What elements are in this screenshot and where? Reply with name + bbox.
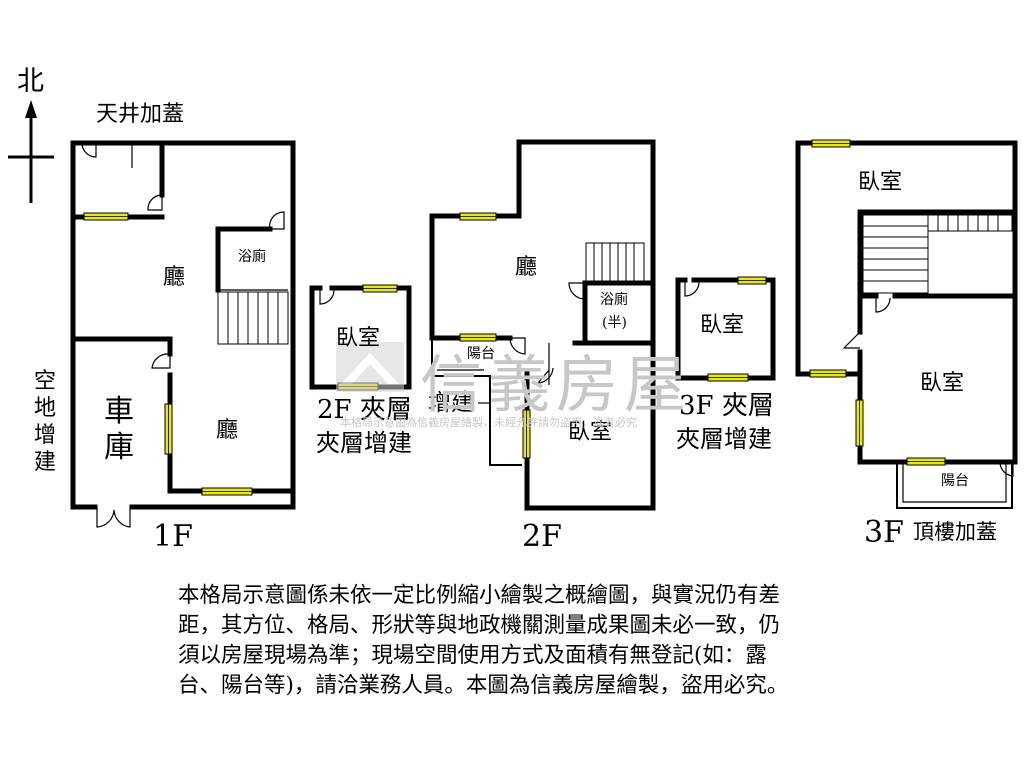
window-mark xyxy=(201,487,253,496)
floor-3f-mezzanine-plan xyxy=(675,276,776,382)
floor-sublabel-3f: 頂樓加蓋 xyxy=(913,520,997,544)
room-label-bedroom-3f-main: 臥室 xyxy=(920,371,965,396)
watermark-notice: 本格局示意圖為信義房屋繪製，未經允許請勿盜用，違者必究 xyxy=(340,416,637,429)
floor-label-3f-mezz: 3F 夾層 xyxy=(679,391,774,421)
floor-2f-plan xyxy=(429,139,656,511)
floor-sublabel-2f-mezz: 夾層增建 xyxy=(316,429,412,457)
window-mark xyxy=(164,403,173,455)
room-label-garage: 車庫 xyxy=(104,394,134,465)
north-arrow-icon xyxy=(8,100,54,203)
room-label-side-annex: 空地增建 xyxy=(33,369,56,475)
room-label-balcony-2f: 陽台 xyxy=(467,346,495,362)
room-label-skylight: 天井加蓋 xyxy=(96,102,185,127)
disclaimer-line: 須以房屋現場為準；現場空間使用方式及面積有無登記(如：露 xyxy=(178,643,767,668)
room-label-bathroom-half: (半) xyxy=(602,315,627,331)
room-label-living-1f-lower: 廳 xyxy=(216,418,239,443)
room-label-bathroom-2f: 浴廁 xyxy=(600,292,628,308)
floor-label-2f: 2F xyxy=(522,519,562,554)
disclaimer-line: 距，其方位、格局、形狀等與地政機關測量成果圖未必一致，仍 xyxy=(178,613,781,638)
room-label-bedroom-2f-mezz: 臥室 xyxy=(336,326,381,351)
room-label-bathroom-1f: 浴廁 xyxy=(238,249,266,265)
room-label-living-2f: 廳 xyxy=(515,255,538,280)
floor-1f-plan xyxy=(70,140,296,528)
room-label-living-1f: 廳 xyxy=(163,265,186,290)
floor-label-1f: 1F xyxy=(153,519,193,554)
disclaimer-text: 本格局示意圖係未依一定比例縮小繪製之概繪圖，與實況仍有差 距，其方位、格局、形狀… xyxy=(178,581,878,701)
watermark-brand: 信義房屋 xyxy=(420,348,693,421)
room-label-annex-2f: 增建 xyxy=(428,390,474,416)
room-label-bedroom-2f: 臥室 xyxy=(568,420,613,445)
floor-sublabel-3f-mezz: 夾層增建 xyxy=(676,425,772,453)
room-label-bedroom-3f-mezz: 臥室 xyxy=(700,313,745,338)
room-label-balcony-3f: 陽台 xyxy=(941,473,969,489)
floor-label-3f: 3F xyxy=(864,515,904,550)
window-mark xyxy=(83,212,129,221)
disclaimer-line: 台、陽台等)，請洽業務人員。本圖為信義房屋繪製，盜用必究。 xyxy=(178,673,789,698)
floor-label-2f-mezz: 2F 夾層 xyxy=(317,395,412,425)
brand-logo-watermark xyxy=(336,342,404,392)
north-label: 北 xyxy=(17,66,44,97)
disclaimer-line: 本格局示意圖係未依一定比例縮小繪製之概繪圖，與實況仍有差 xyxy=(178,583,781,608)
room-label-bedroom-3f-top: 臥室 xyxy=(858,170,903,195)
floor-3f-plan xyxy=(795,139,1018,509)
